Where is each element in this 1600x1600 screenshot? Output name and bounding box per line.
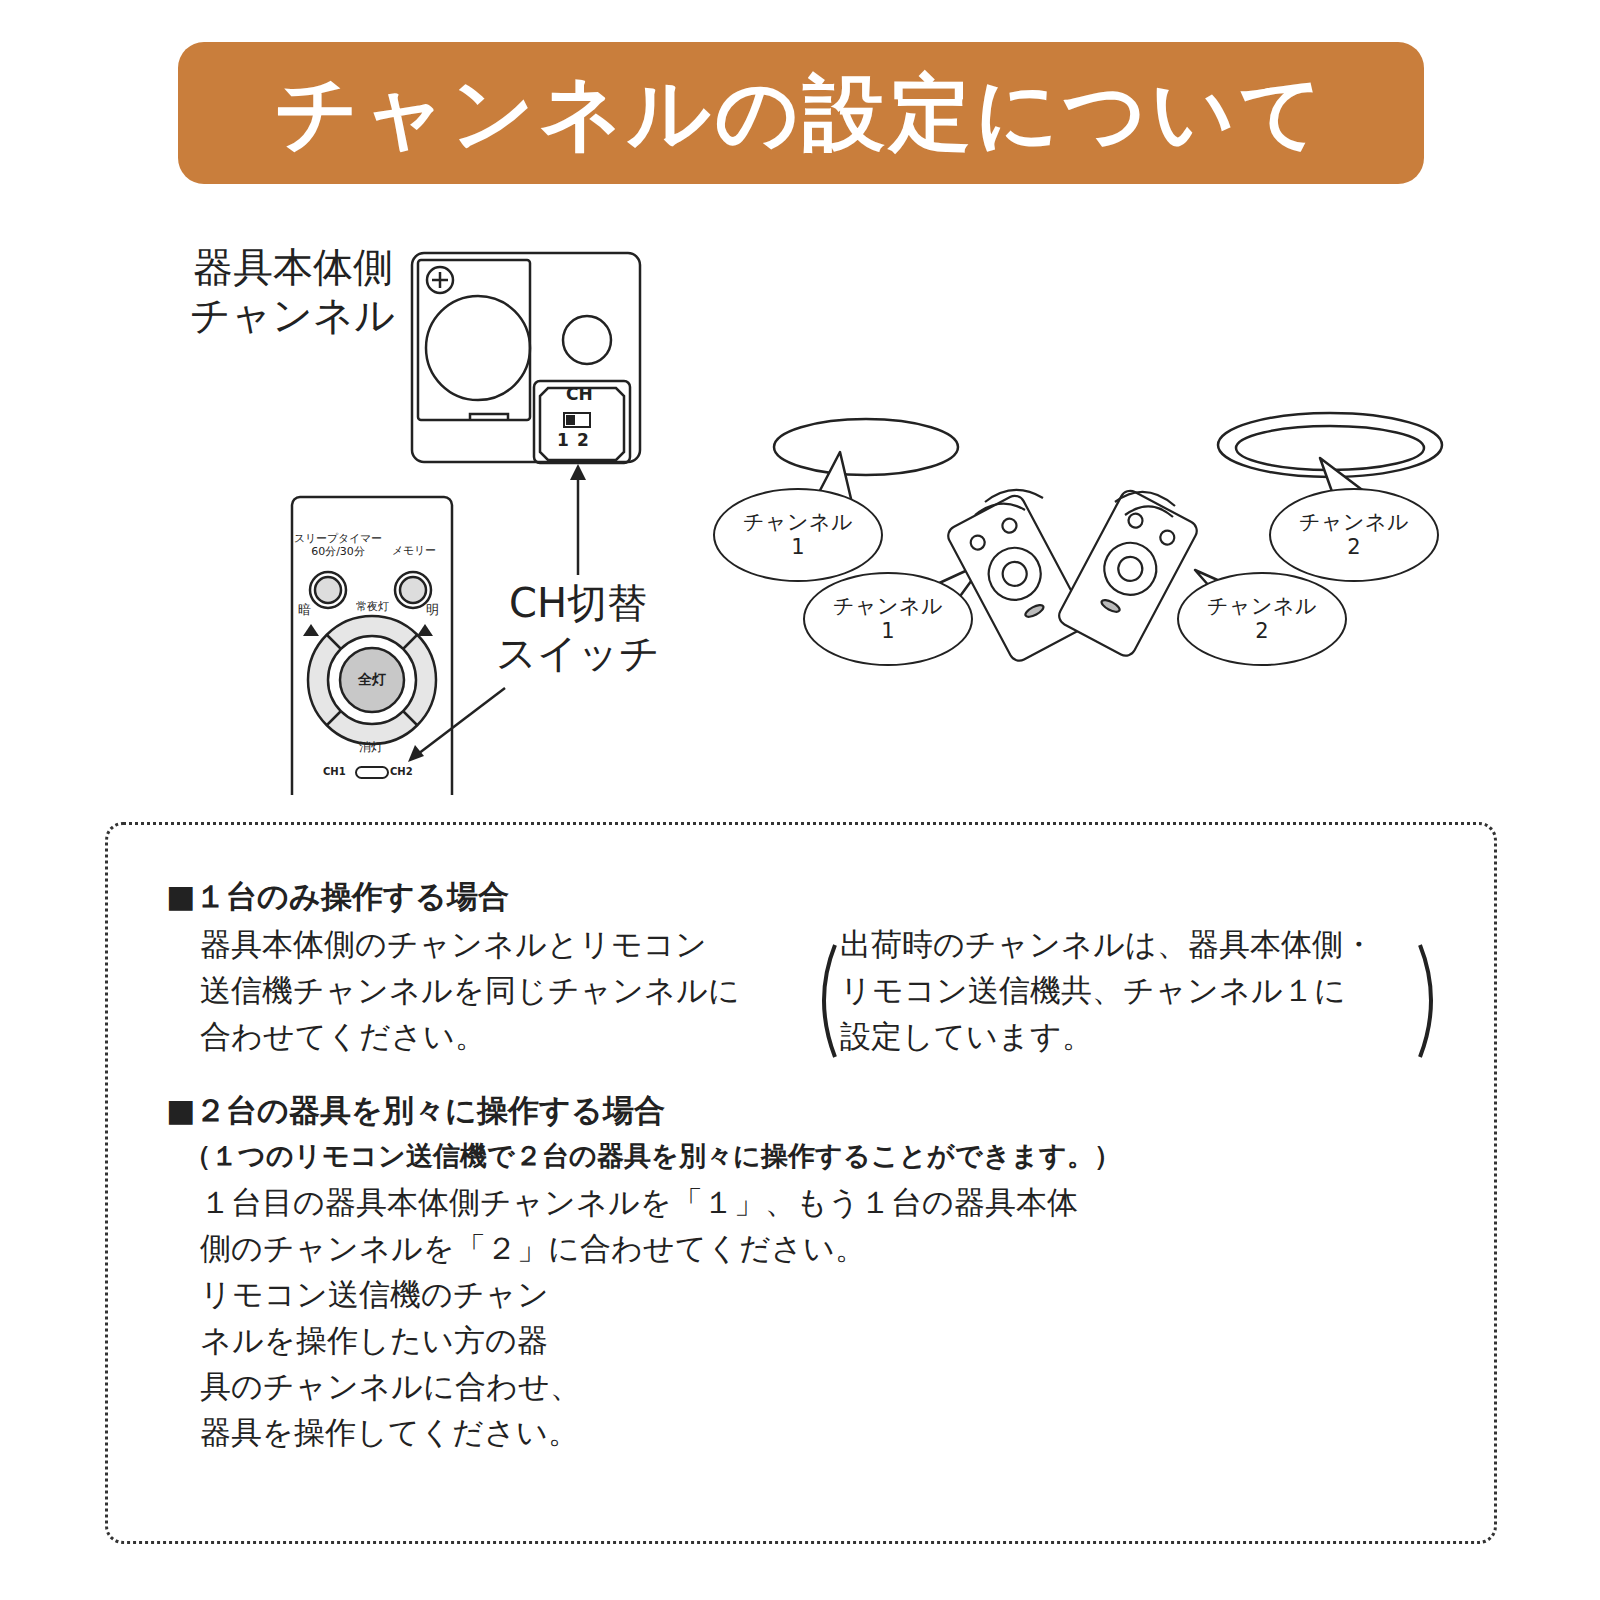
remote-control xyxy=(292,497,452,795)
note-text: 出荷時のチャンネルは、器具本体側・ リモコン送信機共、チャンネル１に 設定してい… xyxy=(840,921,1374,1059)
button-label: スリープタイマー 60分/30分 xyxy=(294,532,382,558)
button-label: 消灯 xyxy=(359,740,383,754)
speech-bubble: チャンネル 2 xyxy=(1269,488,1439,582)
instruction-panel: ■１台のみ操作する場合器具本体側のチャンネルとリモコン 送信機チャンネルを同じチ… xyxy=(105,822,1497,1544)
switch-label: CH1 xyxy=(323,765,346,779)
switch-label: 2 xyxy=(577,430,589,450)
bracket xyxy=(1420,945,1431,1057)
part-label: CH切替 スイッチ xyxy=(496,578,660,678)
hand-remote xyxy=(945,487,1201,664)
speech-bubble: チャンネル 1 xyxy=(803,572,973,666)
section-heading: ■１台のみ操作する場合 xyxy=(166,873,509,919)
switch-label: CH xyxy=(566,384,593,404)
bubble-text: チャンネル 1 xyxy=(833,594,943,644)
bracket xyxy=(824,945,835,1057)
button-label: 暗 xyxy=(298,602,311,617)
speech-bubble: チャンネル 2 xyxy=(1177,572,1347,666)
button-label: 全灯 xyxy=(358,671,386,687)
switch-label: CH2 xyxy=(390,765,413,779)
button-label: 明 xyxy=(426,602,439,617)
bubble-text: チャンネル 1 xyxy=(743,510,853,560)
button-label: 常夜灯 xyxy=(356,600,389,613)
part-label: 器具本体側 チャンネル xyxy=(190,243,395,339)
switch-label: 1 xyxy=(557,430,569,450)
speech-bubble: チャンネル 1 xyxy=(713,488,883,582)
ceiling-light xyxy=(774,413,1442,477)
section-heading: ■２台の器具を別々に操作する場合 xyxy=(166,1087,665,1133)
title-banner xyxy=(178,42,1424,184)
fixture-body xyxy=(412,253,640,463)
bubble-text: チャンネル 2 xyxy=(1299,510,1409,560)
title: チャンネルの設定について xyxy=(178,42,1424,184)
button-label: メモリー xyxy=(392,544,436,557)
instruction-text: 器具本体側のチャンネルとリモコン 送信機チャンネルを同じチャンネルに 合わせてく… xyxy=(200,921,740,1059)
note-text: （１つのリモコン送信機で２台の器具を別々に操作することができます。） xyxy=(184,1133,1121,1179)
instruction-text: １台目の器具本体側チャンネルを「１」、もう１台の器具本体 側のチャンネルを「２」… xyxy=(200,1179,1078,1271)
instruction-text: リモコン送信機のチャン ネルを操作したい方の器 具のチャンネルに合わせ、 器具を… xyxy=(200,1271,581,1455)
bubble-text: チャンネル 2 xyxy=(1207,594,1317,644)
